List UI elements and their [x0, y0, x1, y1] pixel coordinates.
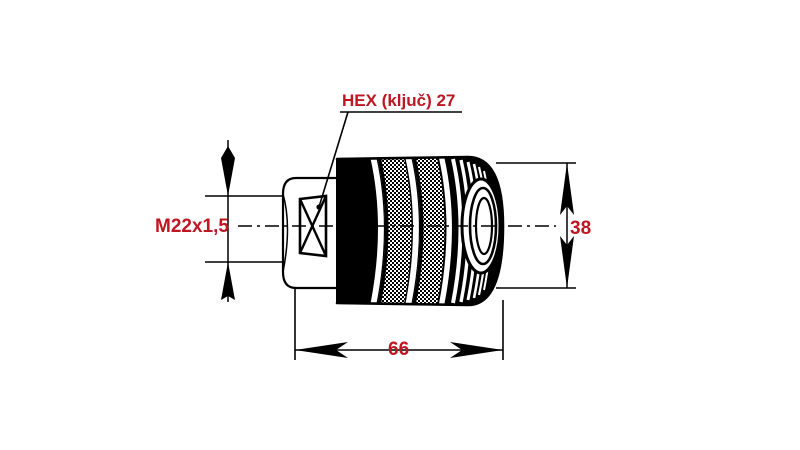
arrow-thread-bottom	[221, 262, 235, 300]
arrow-thread-top	[221, 146, 235, 196]
dimension-thread-size: M22x1,5	[155, 140, 235, 302]
coupler-part	[238, 155, 556, 307]
dim-label-diameter: 38	[570, 218, 591, 239]
dimension-body-diameter: 38	[560, 163, 591, 288]
arrow-length-right	[450, 342, 503, 358]
ribbed-sleeve	[335, 155, 505, 307]
callout-label-hex: HEX (ključ) 27	[342, 91, 455, 110]
callout-leader-dot	[316, 204, 322, 210]
callout-leader-hex	[318, 111, 349, 208]
arrow-diameter-bottom	[560, 236, 574, 288]
dimension-overall-length: 66	[295, 339, 503, 360]
dim-label-thread: M22x1,5	[155, 216, 229, 237]
dim-label-length: 66	[388, 339, 409, 360]
callout-hex-size: HEX (ključ) 27	[316, 91, 462, 210]
arrow-length-left	[295, 342, 348, 358]
hex-nut-left-arc	[282, 193, 289, 273]
arrow-diameter-top	[560, 163, 574, 215]
